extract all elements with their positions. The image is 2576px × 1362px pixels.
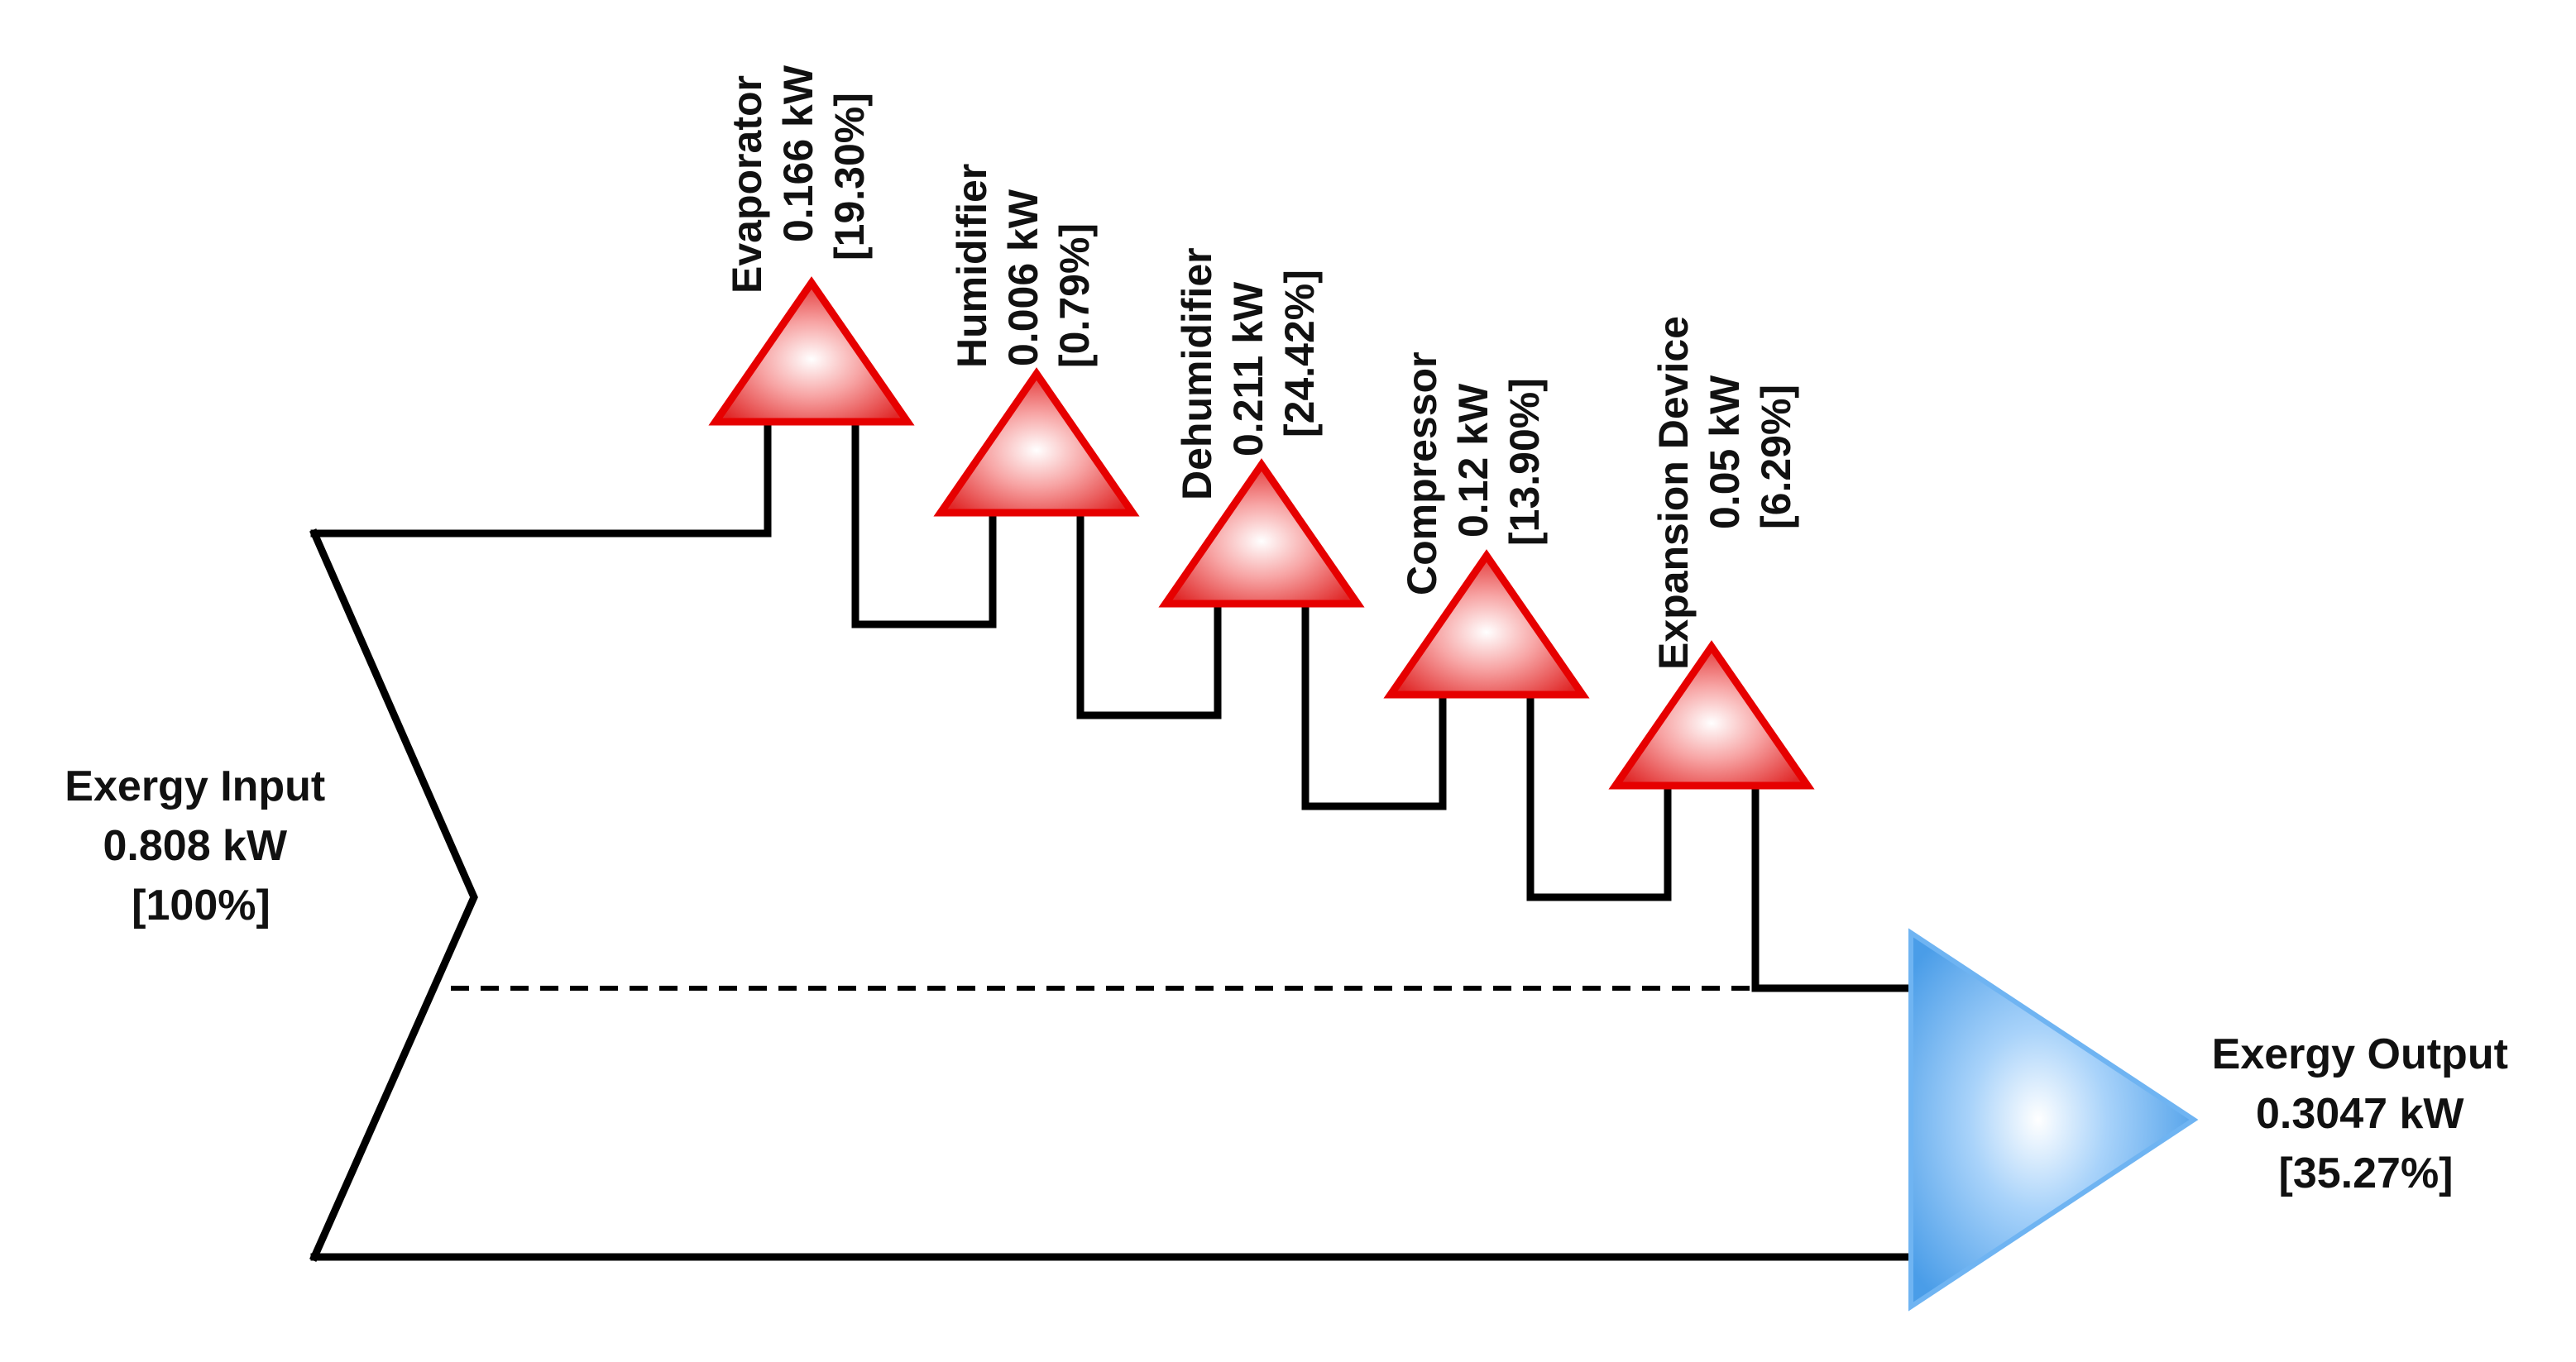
output-value: 0.3047 kW: [2256, 1090, 2464, 1138]
input-name: Exergy Input: [65, 762, 325, 810]
input-percent: [100%]: [132, 882, 271, 930]
svg-text:Evaporator 0.166 kW: Evaporator 0.166 kW [19.30%]: [724, 54, 873, 294]
svg-text:Compressor 0.12 kW: Compressor 0.12 kW [13.90%]: [1399, 341, 1548, 595]
loss-label-expansion-device: Expansion Device 0.05 kW [6.29%]: [1650, 304, 1799, 670]
evaporator-loss-triangle: [708, 276, 915, 426]
output-percent: [35.27%]: [2279, 1149, 2454, 1197]
compressor-loss-triangle: [1383, 549, 1590, 699]
svg-text:Expansion Device 0.05 kW: Expansion Device 0.05 kW [6.29%]: [1650, 304, 1799, 670]
loss-name: Compressor: [1399, 351, 1445, 595]
input-value: 0.808 kW: [103, 822, 287, 870]
loss-name: Dehumidifier: [1174, 247, 1220, 500]
input-chevron: [309, 528, 478, 1262]
loss-percent: [19.30%]: [826, 93, 873, 260]
dehumidifier-loss-triangle: [1158, 458, 1365, 608]
expansion-device-loss-triangle: [1608, 640, 1815, 790]
loss-value: 0.12 kW: [1450, 383, 1496, 538]
output-name: Exergy Output: [2212, 1030, 2508, 1078]
loss-value: 0.211 kW: [1225, 281, 1271, 456]
loss-percent: [6.29%]: [1753, 385, 1799, 529]
humidifier-loss-triangle: [933, 367, 1140, 517]
loss-label-dehumidifier: Dehumidifier 0.211 kW [24.42%]: [1174, 237, 1323, 501]
loss-percent: [13.90%]: [1501, 378, 1548, 546]
svg-text:Humidifier 0.006 kW: Humidifier 0.006 kW [0.79%]: [949, 152, 1098, 368]
loss-label-humidifier: Humidifier 0.006 kW [0.79%]: [949, 152, 1098, 368]
loss-percent: [24.42%]: [1276, 270, 1323, 437]
loss-label-compressor: Compressor 0.12 kW [13.90%]: [1399, 341, 1548, 595]
loss-value: 0.006 kW: [1000, 189, 1046, 366]
input-label: Exergy Input 0.808 kW [100%]: [65, 762, 337, 930]
loss-value: 0.166 kW: [775, 65, 821, 242]
loss-name: Humidifier: [949, 164, 995, 368]
loss-name: Evaporator: [724, 75, 770, 294]
loss-name: Expansion Device: [1650, 316, 1697, 670]
loss-value: 0.05 kW: [1702, 375, 1748, 529]
flow-outline: [310, 418, 1915, 992]
svg-text:Dehumidifier 0.211 kW: Dehumidifier 0.211 kW [24.42%]: [1174, 237, 1323, 501]
loss-percent: [0.79%]: [1051, 223, 1098, 368]
output-arrow: [1908, 928, 2199, 1312]
loss-label-evaporator: Evaporator 0.166 kW [19.30%]: [724, 54, 873, 294]
output-label: Exergy Output 0.3047 kW [35.27%]: [2212, 1030, 2521, 1197]
